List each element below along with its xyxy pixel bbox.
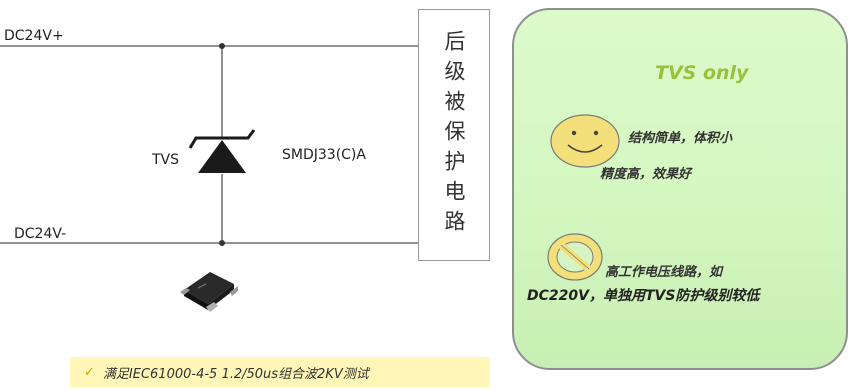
checkmark-icon: ✓	[84, 364, 95, 380]
negative-rail-label: DC24V-	[14, 226, 67, 242]
limitation-line-1: 高工作电压线路，如	[605, 265, 723, 280]
tvs-diode-symbol	[188, 129, 256, 173]
positive-rail-label: DC24V+	[4, 28, 64, 44]
protected-circuit-box: 后级被保护电路	[418, 9, 490, 261]
smiley-face-icon	[550, 114, 620, 168]
part-number-label: SMDJ33(C)A	[282, 147, 366, 163]
tvs-label: TVS	[152, 152, 180, 168]
advantage-line-2: 精度高，效果好	[600, 167, 692, 182]
test-standard-note: ✓ 满足IEC61000-4-5 1.2/50us组合波2KV测试	[70, 357, 490, 387]
panel-title: TVS only	[655, 62, 749, 84]
prohibited-icon	[547, 233, 603, 281]
limitation-line-2: DC220V，单独用TVS防护级别较低	[527, 288, 760, 304]
tvs-only-panel	[512, 8, 848, 370]
junction-dot-bottom	[219, 240, 225, 246]
smd-package-image	[180, 272, 238, 312]
note-text: 满足IEC61000-4-5 1.2/50us组合波2KV测试	[102, 366, 369, 382]
junction-dot-top	[219, 43, 225, 49]
protected-circuit-label: 后级被保护电路	[442, 30, 466, 240]
advantage-line-1: 结构简单，体积小	[628, 131, 733, 146]
